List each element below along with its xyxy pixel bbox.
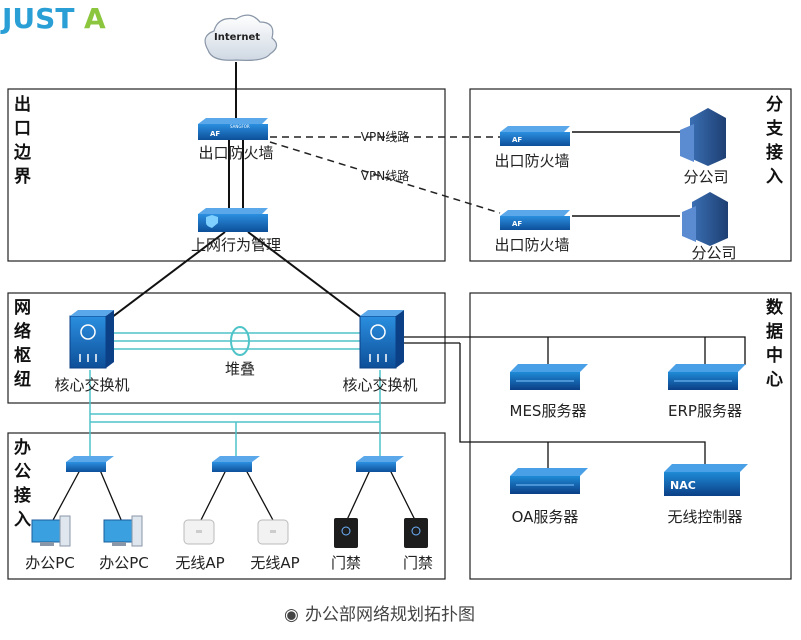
vpn-label-2: VPN线路 [361,168,409,183]
pc-1-icon [31,515,71,547]
mes-server-icon [510,364,588,390]
svg-text:AF: AF [512,136,522,144]
svg-text:枢: 枢 [14,345,31,366]
svg-text:入: 入 [766,167,783,187]
erp-server-label: ERP服务器 [668,402,742,420]
branch-2-label: 分公司 [691,244,736,262]
svg-text:网: 网 [14,298,31,318]
door-access-1-icon [334,518,358,548]
exit-firewall-icon: AF SANGFOR [198,118,268,140]
oa-server-icon [510,468,588,494]
svg-text:支: 支 [766,118,784,139]
link-acc3-door1 [345,469,371,523]
svg-text:数: 数 [766,297,784,318]
svg-text:边: 边 [13,143,32,163]
pc-2-icon [103,515,143,547]
vpn-line-2 [269,141,501,214]
branch-access-box [469,88,792,262]
branch-firewall-1-icon: AF [500,126,570,146]
link-behavior-core-right [247,231,379,331]
section-label-office-access: 办 公 接 入 [14,437,31,530]
link-acc2-ap2 [245,469,275,523]
data-center-box [469,292,792,580]
svg-text:A: A [84,2,106,35]
svg-text:JUST: JUST [0,2,74,35]
oa-server-label: OA服务器 [512,508,579,526]
ap-1-icon [183,519,215,545]
svg-text:界: 界 [14,167,31,187]
svg-text:Internet: Internet [214,32,260,43]
door-access-1-label: 门禁 [331,554,361,572]
svg-text:AF: AF [210,130,220,138]
branch-firewall-1-label: 出口防火墙 [494,152,569,170]
svg-text:据: 据 [766,321,783,342]
svg-text:SANGFOR: SANGFOR [230,124,250,129]
section-label-data-center: 数 据 中 心 [766,297,784,390]
svg-text:公: 公 [14,462,31,482]
link-acc1-pc2 [99,469,123,523]
stack-label: 堆叠 [225,360,255,378]
branch-firewall-2-label: 出口防火墙 [494,236,569,254]
erp-server-icon [668,364,746,390]
svg-text:心: 心 [766,370,783,390]
branch-firewall-2-icon: AF [500,210,570,230]
link-dc-bus-top [460,336,746,365]
section-label-exit-border: 出 口 边 界 [13,94,32,187]
section-label-branch-access: 分 支 接 入 [766,95,784,187]
network-hub-box [7,292,446,404]
door-access-2-label: 门禁 [403,554,433,572]
svg-text:入: 入 [14,510,31,530]
stack-ring [230,326,250,356]
access-switch-3-icon [356,456,404,472]
branch-building-1-icon [680,108,726,166]
svg-text:络: 络 [14,321,31,342]
branch-building-2-icon [682,192,728,246]
core-switch-left-icon [69,310,114,369]
link-acc1-pc1 [51,469,81,523]
mes-server-label: MES服务器 [510,402,587,420]
core-switch-right-label: 核心交换机 [342,376,417,394]
vpn-label-1: VPN线路 [361,129,409,144]
nac-controller-icon: NAC [664,464,748,496]
door-access-2-icon [404,518,428,548]
svg-text:办公部网络规划拓扑图: 办公部网络规划拓扑图 [305,605,475,625]
svg-text:接: 接 [14,485,31,506]
branch-1-label: 分公司 [683,168,728,186]
svg-text:纽: 纽 [14,369,31,390]
office-access-box [7,432,446,580]
svg-text:口: 口 [14,119,31,139]
link-behavior-core-left [94,231,226,331]
figure-caption: ◉ 办公部网络规划拓扑图 [284,605,475,625]
access-switch-2-icon [212,456,260,472]
core-switch-left-label: 核心交换机 [54,376,129,394]
core-switch-right-icon [359,310,404,369]
svg-text:中: 中 [766,345,783,366]
svg-text:NAC: NAC [670,479,696,492]
svg-text:分: 分 [766,95,783,115]
nac-controller-label: 无线控制器 [667,508,742,526]
access-switch-1-icon [66,456,114,472]
caption-bullet-icon: ◉ [284,605,299,625]
ap-2-label: 无线AP [250,554,299,572]
behavior-mgmt-icon [198,208,268,232]
behavior-mgmt-label: 上网行为管理 [191,236,281,254]
exit-firewall-label: 出口防火墙 [198,144,273,162]
svg-text:AF: AF [512,220,522,228]
svg-text:接: 接 [766,142,783,163]
link-acc2-ap1 [199,469,227,523]
pc-1-label: 办公PC [25,554,75,572]
ap-1-label: 无线AP [175,554,224,572]
internet-cloud-icon: Internet [204,14,278,61]
pc-2-label: 办公PC [99,554,149,572]
link-dc-bus-bottom [459,343,706,468]
svg-text:办: 办 [14,437,31,458]
exit-border-box [7,88,446,262]
link-acc3-door2 [389,469,417,523]
ap-2-icon [257,519,289,545]
section-label-network-hub: 网 络 枢 纽 [14,298,31,390]
justa-logo: JUST A [0,2,106,35]
svg-text:出: 出 [14,94,31,115]
